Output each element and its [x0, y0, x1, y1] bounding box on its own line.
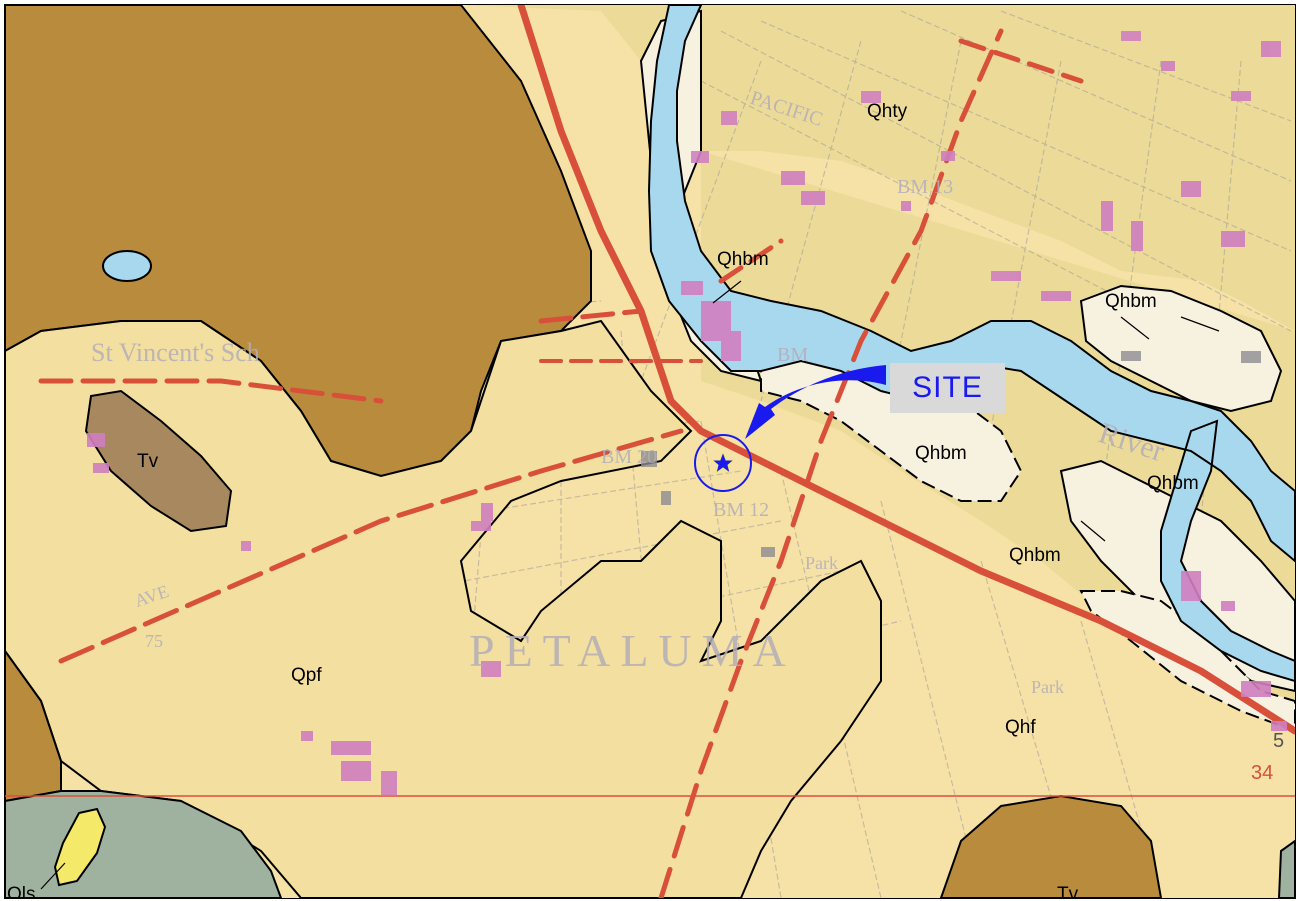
- unit-qpf-area: [5, 319, 882, 898]
- label-tv-2: Tv: [1057, 884, 1079, 898]
- unit-gray-southeast: [1277, 839, 1295, 898]
- label-school: St Vincent's Sch: [91, 338, 260, 367]
- label-petaluma: PETALUMA: [469, 625, 796, 676]
- label-qhbm-3: Qhbm: [915, 443, 967, 464]
- label-tv-1: Tv: [137, 451, 159, 472]
- label-qhbm-4: Qhbm: [1147, 473, 1199, 494]
- label-qhf: Qhf: [1005, 717, 1036, 738]
- label-75: 75: [145, 631, 163, 651]
- site-star-icon[interactable]: [710, 450, 736, 475]
- label-qhbm-2: Qhbm: [1105, 291, 1157, 312]
- unit-tv-southeast: [939, 794, 1163, 898]
- geologic-map[interactable]: PETALUMA St Vincent's Sch PACIFIC River …: [4, 4, 1296, 899]
- unit-qls-landslide: [53, 807, 107, 887]
- label-bm13: BM 13: [897, 176, 953, 198]
- map-canvas: PETALUMA St Vincent's Sch PACIFIC River …: [5, 5, 1295, 898]
- label-park-2: Park: [1031, 677, 1064, 697]
- label-bm12: BM 12: [713, 499, 769, 521]
- unit-qhbm-center: [760, 329, 1023, 502]
- label-qls: Qls: [7, 884, 36, 898]
- site-arrow-icon: [745, 365, 886, 439]
- buildings: [87, 31, 1287, 795]
- leader-lines: [40, 280, 1220, 890]
- label-qhbm-5: Qhbm: [1009, 545, 1061, 566]
- pond: [102, 250, 152, 282]
- gray-structures: [641, 351, 1261, 557]
- site-label: SITE: [912, 371, 983, 404]
- label-5: 5: [1273, 730, 1284, 752]
- site-circle[interactable]: [694, 434, 752, 492]
- label-bm20: BM 20: [601, 446, 657, 468]
- label-bm-upper: BM: [777, 344, 808, 366]
- label-park-1: Park: [805, 553, 838, 573]
- label-qhty: Qhty: [867, 101, 908, 122]
- label-qhbm-1: Qhbm: [717, 249, 769, 270]
- unit-tv-island: [84, 389, 233, 533]
- unit-qhbm-northeast: [1079, 284, 1283, 413]
- label-34: 34: [1251, 762, 1273, 784]
- unit-tv-southwest: [5, 649, 62, 803]
- site-callout: SITE: [890, 363, 1005, 413]
- label-qpf: Qpf: [291, 665, 322, 686]
- river: [647, 5, 1295, 683]
